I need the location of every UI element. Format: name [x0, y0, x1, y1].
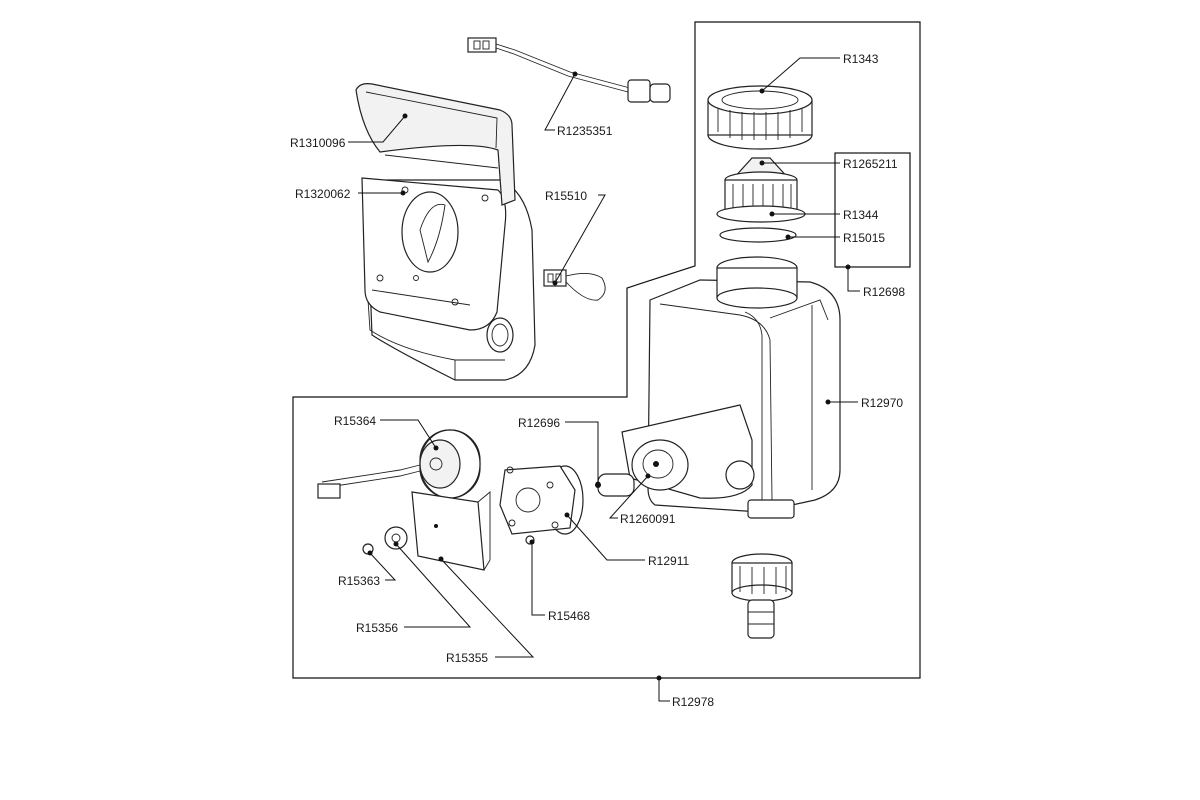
- label-r12698: R12698: [863, 285, 905, 299]
- plunger: [595, 473, 635, 497]
- leader-lines: [348, 57, 860, 702]
- sensor-cable: [467, 37, 671, 103]
- label-r1260091: R1260091: [620, 512, 676, 526]
- label-r1235351: R1235351: [557, 124, 613, 138]
- solenoid-mount: [621, 404, 755, 499]
- label-r15510: R15510: [545, 189, 587, 203]
- washer: [384, 526, 408, 550]
- label-r1344: R1344: [843, 208, 879, 222]
- flip-lid: [355, 83, 516, 206]
- label-r12696: R12696: [518, 416, 560, 430]
- label-r12911: R12911: [648, 554, 689, 568]
- label-r15356: R15356: [356, 621, 398, 635]
- label-r1320062: R1320062: [295, 187, 351, 201]
- coil-bracket: [411, 491, 491, 571]
- label-r1265211: R1265211: [843, 157, 898, 171]
- label-r1343: R1343: [843, 52, 879, 66]
- label-r15363: R15363: [338, 574, 380, 588]
- label-r12970: R12970: [861, 396, 903, 410]
- label-r1310096: R1310096: [290, 136, 346, 150]
- solenoid-coil: [317, 429, 481, 499]
- loop-connector: [543, 269, 606, 301]
- label-r12978: R12978: [672, 695, 714, 709]
- assembly-frame: [292, 21, 921, 679]
- label-r15015: R15015: [843, 231, 885, 245]
- valve-subassembly-frame: [834, 152, 911, 268]
- label-r15355: R15355: [446, 651, 488, 665]
- top-nut: [707, 85, 813, 150]
- valve-cap: [499, 465, 584, 535]
- label-r15468: R15468: [548, 609, 590, 623]
- label-r15364: R15364: [334, 414, 376, 428]
- hose-connector: [731, 553, 793, 639]
- filter-insert: [716, 157, 806, 243]
- front-panel: [361, 177, 507, 331]
